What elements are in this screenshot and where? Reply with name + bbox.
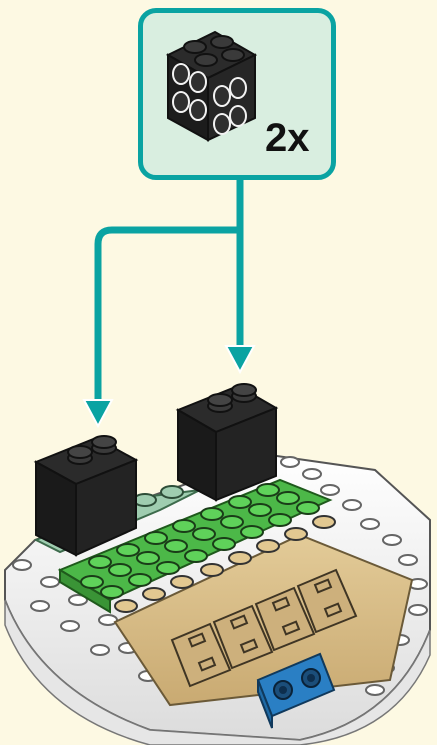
placement-arrows (98, 180, 240, 400)
part-icon-black-brick (168, 32, 255, 140)
arrow-down-icon (84, 400, 112, 426)
arrow-down-icon (226, 346, 254, 372)
quantity-label: 2x (265, 118, 310, 158)
black-brick-right (178, 384, 276, 500)
